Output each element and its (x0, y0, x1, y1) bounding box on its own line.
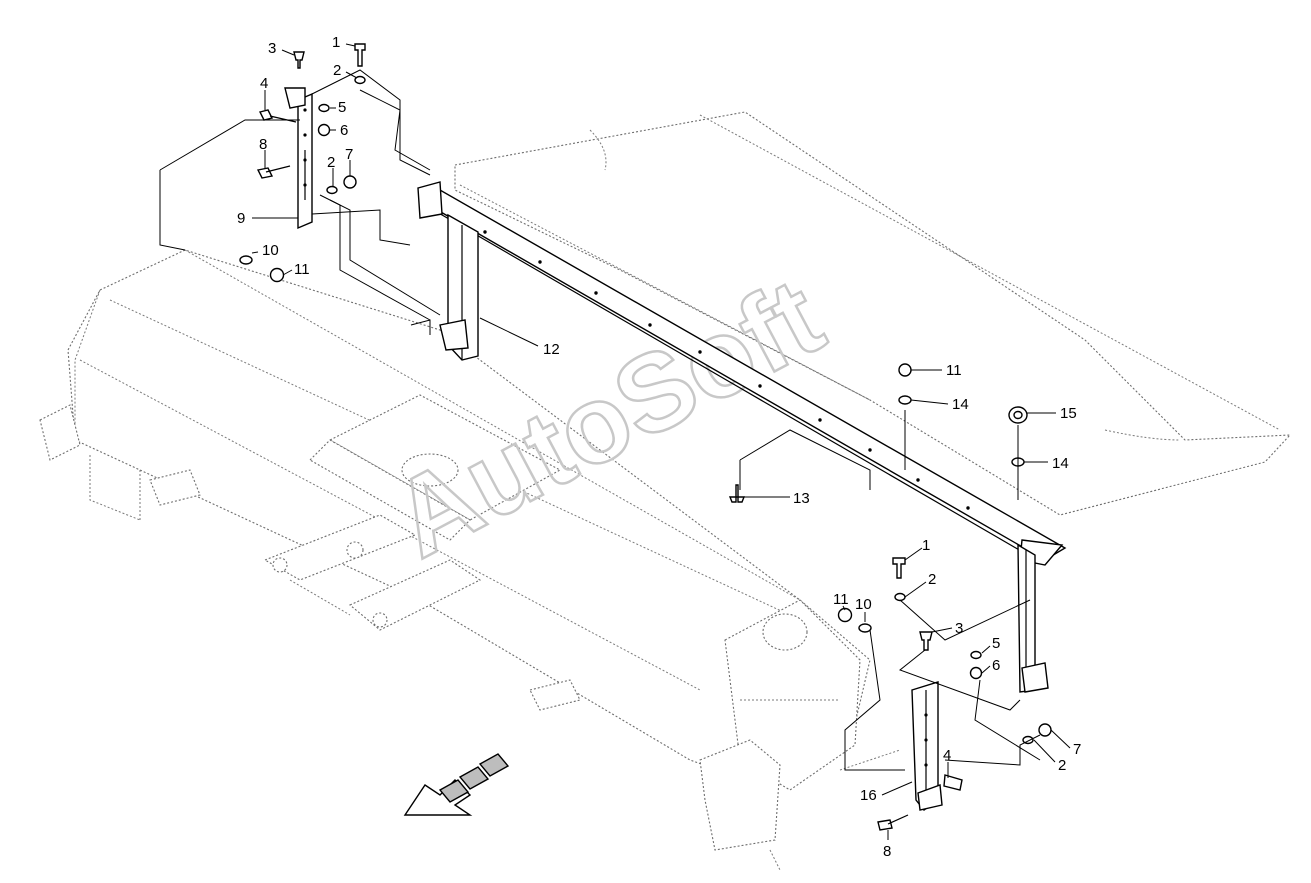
washer-14-upper (898, 395, 912, 405)
callout-7-right: 7 (1073, 741, 1081, 758)
callout-6-left: 6 (340, 122, 348, 139)
callout-labels: 1 2 3 4 5 6 8 2 7 9 10 11 12 11 14 15 14… (237, 34, 1081, 860)
direction-square-3 (478, 753, 510, 777)
pin-4-right (943, 774, 963, 791)
nut-6-right (969, 666, 983, 680)
bolt-3-left (293, 51, 305, 69)
direction-square-1 (438, 779, 470, 803)
callout-4-left: 4 (260, 75, 268, 92)
callout-7-left: 7 (345, 146, 353, 163)
washer-2-mid (326, 185, 338, 195)
nut-11-right (837, 607, 853, 623)
center-hub (401, 453, 459, 487)
callout-8-right: 8 (883, 843, 891, 860)
callout-2-left: 2 (333, 62, 341, 79)
pin-4-left (258, 109, 274, 121)
callout-16: 16 (860, 787, 877, 804)
callout-9: 9 (237, 210, 245, 227)
bolt-13 (728, 484, 746, 503)
callout-15: 15 (1060, 405, 1077, 422)
callout-2-mid: 2 (327, 154, 335, 171)
lift-arm-upper (263, 514, 417, 581)
bolt-1-left (354, 43, 366, 67)
nut-11-upper (898, 363, 912, 377)
bolt-8-right (877, 819, 893, 831)
callout-12: 12 (543, 341, 560, 358)
callout-14-upper: 14 (952, 396, 969, 413)
washer-5-left (318, 103, 330, 113)
bolt-3-right (919, 631, 933, 651)
left-end-plate (39, 404, 81, 461)
nut-7-right (1038, 723, 1052, 737)
callout-5-right: 5 (992, 635, 1000, 652)
callout-13: 13 (793, 490, 810, 507)
callout-8-left: 8 (259, 136, 267, 153)
rear-cover (454, 111, 1292, 516)
callout-2-lower: 2 (1058, 757, 1066, 774)
nut-7-left (343, 175, 357, 189)
washer-10-right (858, 623, 872, 633)
right-end-hub (762, 613, 808, 651)
callout-1-left: 1 (332, 34, 340, 51)
callout-5-left: 5 (338, 99, 346, 116)
washer-5-right (970, 650, 982, 660)
assembly-lines (159, 69, 1041, 771)
washer-2-left (354, 75, 366, 85)
nut-11-left (269, 267, 285, 283)
callout-3-right: 3 (955, 620, 963, 637)
bolt-1-right (892, 557, 906, 579)
bolt-8-left (256, 167, 274, 179)
direction-square-2 (458, 766, 490, 790)
callout-3-left: 3 (268, 40, 276, 57)
callout-1-right: 1 (922, 537, 930, 554)
callout-2-right: 2 (928, 571, 936, 588)
solid-parts (239, 43, 1067, 831)
callout-11-upper: 11 (946, 362, 962, 379)
callout-4-right: 4 (943, 747, 951, 764)
ghost-machine (39, 111, 1292, 871)
nut-6-left (317, 123, 331, 137)
callout-11-right: 11 (833, 591, 849, 608)
lift-arm-lower (348, 559, 482, 631)
callout-10-left: 10 (262, 242, 279, 259)
callout-10-right: 10 (855, 596, 872, 613)
callout-6-right: 6 (992, 657, 1000, 674)
washer-2-right (894, 592, 906, 602)
rail-end-left (417, 181, 443, 219)
callout-14-lower: 14 (1052, 455, 1069, 472)
callout-leaders (251, 43, 1071, 840)
washer-10-left (239, 255, 253, 265)
callout-11-left: 11 (294, 261, 310, 278)
